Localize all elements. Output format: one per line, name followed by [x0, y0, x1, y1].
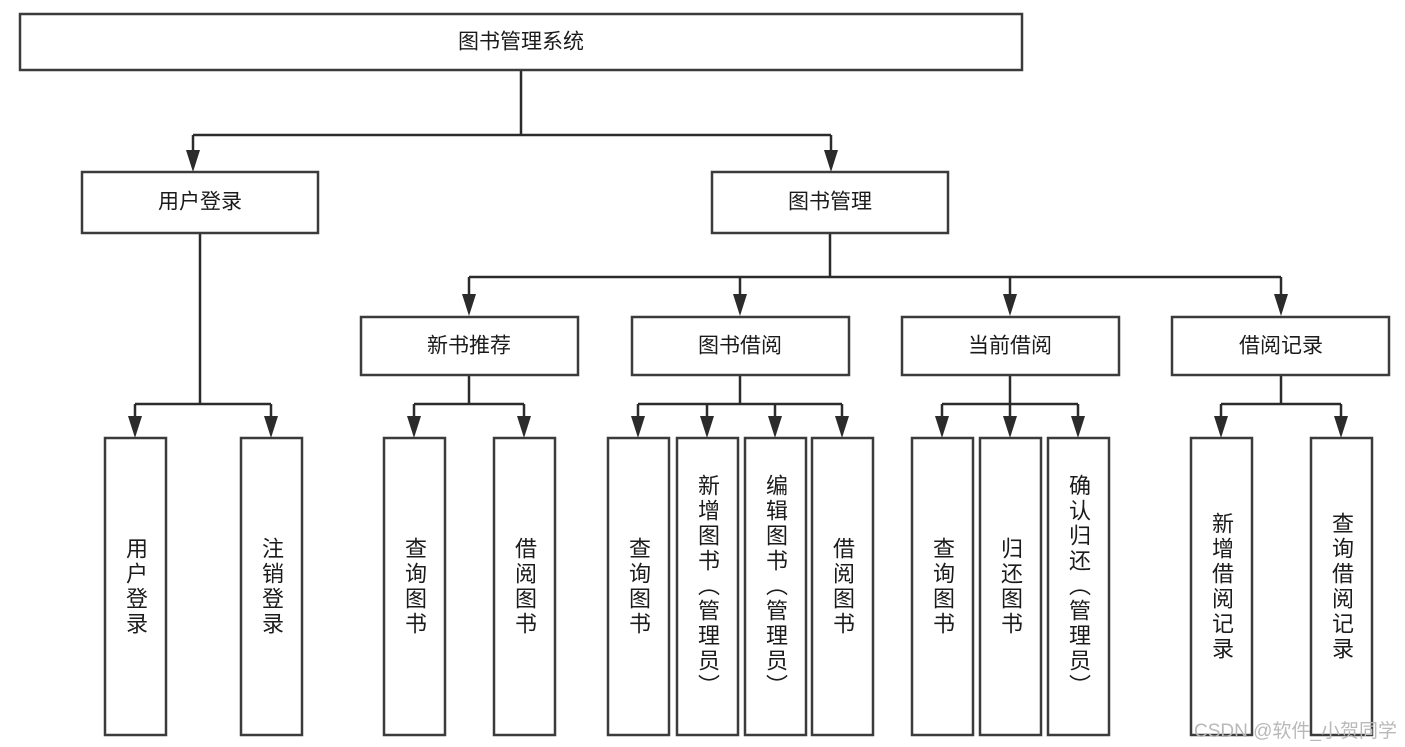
node-book-borrow[interactable]: 图书借阅 — [630, 315, 851, 377]
csdn-watermark: CSDN @软件_小贺同学 — [1194, 721, 1397, 742]
leaf-box-query-book-3[interactable] — [910, 436, 975, 737]
connector-bookmanage-to-level3 — [462, 233, 1288, 316]
connector-root-to-level2 — [186, 70, 838, 172]
node-book-borrow-label: 图书借阅 — [698, 335, 782, 358]
node-current-borrow-label: 当前借阅 — [968, 335, 1052, 358]
connector-borrowrecord-to-leaves — [1214, 375, 1348, 438]
leaf-box-user-login[interactable] — [103, 436, 168, 737]
leaf-box-query-book-1[interactable] — [382, 436, 447, 737]
connector-userlogin-to-leaves — [128, 233, 278, 438]
leaf-box-return-book[interactable] — [978, 436, 1043, 737]
node-new-book-recommend-label: 新书推荐 — [427, 335, 511, 358]
leaf-box-query-book-2[interactable] — [606, 436, 671, 737]
node-borrow-record-label: 借阅记录 — [1239, 335, 1323, 358]
leaf-box-add-record[interactable] — [1189, 436, 1254, 737]
leaf-box-query-record[interactable] — [1309, 436, 1374, 737]
node-book-manage[interactable]: 图书管理 — [710, 170, 950, 235]
leaf-box-borrow-book-1[interactable] — [492, 436, 557, 737]
connector-bookborrow-to-leaves — [631, 375, 849, 438]
leaf-box-edit-book[interactable] — [743, 436, 808, 737]
connector-newbook-to-leaves — [407, 375, 531, 438]
node-new-book-recommend[interactable]: 新书推荐 — [359, 315, 580, 377]
node-user-login-label: 用户登录 — [158, 191, 242, 214]
node-book-manage-label: 图书管理 — [788, 191, 872, 214]
leaf-box-add-book[interactable] — [675, 436, 740, 737]
leaf-box-borrow-book-2[interactable] — [810, 436, 875, 737]
leaf-box-confirm-return[interactable] — [1046, 436, 1111, 737]
leaf-box-logout[interactable] — [239, 436, 304, 737]
connector-currentborrow-to-leaves — [935, 375, 1085, 438]
node-borrow-record[interactable]: 借阅记录 — [1170, 315, 1391, 377]
node-root[interactable]: 图书管理系统 — [18, 12, 1024, 72]
node-user-login[interactable]: 用户登录 — [80, 170, 320, 235]
node-current-borrow[interactable]: 当前借阅 — [900, 315, 1121, 377]
node-root-label: 图书管理系统 — [458, 31, 584, 54]
